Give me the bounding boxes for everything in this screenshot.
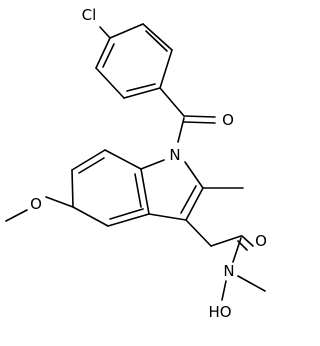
chlorine-label: Cl xyxy=(82,6,97,24)
molecule-canvas: Cl O N xyxy=(5,6,267,321)
pyrrole-ring xyxy=(140,159,244,221)
indole-nitrogen-label: N xyxy=(169,146,180,164)
indole-benzene-ring xyxy=(71,149,150,227)
methoxy-ring-bond xyxy=(45,196,74,208)
aryl-carbonyl-bond xyxy=(159,87,185,117)
carbonyl-double-bond-b xyxy=(183,121,216,124)
hydroxyl-label: HO xyxy=(208,303,231,321)
amide-nitrogen-label: N xyxy=(223,262,234,280)
amide-carbon-nitrogen-bond xyxy=(232,237,242,263)
carbonyl-oxygen-label: O xyxy=(222,111,234,129)
chlorine-bond xyxy=(99,26,111,39)
nitrogen-oxygen-bond xyxy=(221,280,227,301)
chlorophenyl-ring xyxy=(95,23,173,99)
side-chain-ch2-bond xyxy=(185,219,212,247)
carbonyl-nitrogen-bond xyxy=(177,117,185,143)
methoxy-oxygen-label: O xyxy=(30,195,42,213)
carbonyl-double-bond-a xyxy=(183,115,216,118)
amide-double-bond-a xyxy=(241,235,254,247)
side-chain-carbonyl-bond xyxy=(210,235,242,247)
amide-oxygen-label: O xyxy=(255,232,267,250)
methoxy-methyl-bond xyxy=(5,209,28,222)
molecule-structure: Cl O N xyxy=(5,6,267,321)
nitrogen-methyl-bond xyxy=(237,275,266,292)
